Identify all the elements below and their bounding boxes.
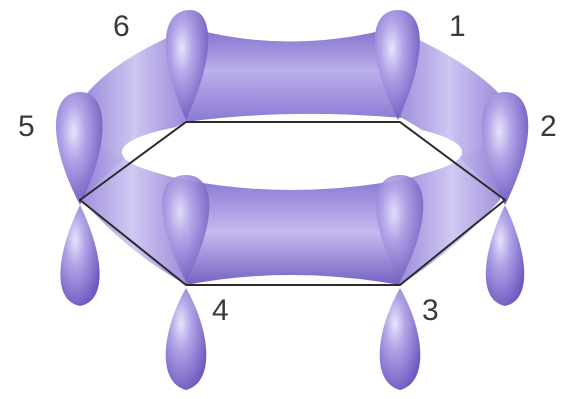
p-lobe-bottom-2 [486,205,524,306]
p-lobe-bottom-4 [166,288,207,390]
atom-label-6: 6 [113,12,130,42]
p-lobe-bottom-5 [60,205,99,306]
atom-label-1: 1 [449,12,466,42]
p-lobe-bottom-3 [380,288,421,390]
atom-label-3: 3 [422,296,439,326]
atom-label-4: 4 [212,296,229,326]
atom-label-5: 5 [18,112,35,142]
atom-label-2: 2 [540,112,557,142]
upper-pi-cloud [78,28,505,285]
